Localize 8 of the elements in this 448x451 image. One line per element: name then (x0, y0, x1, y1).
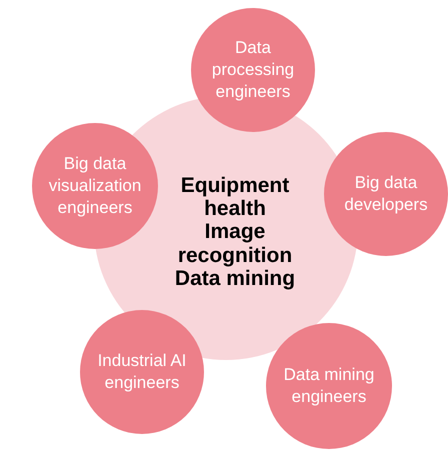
focus-area-text: Image recognition (176, 220, 294, 267)
role-text: Big data visualization engineers (48, 152, 142, 220)
focus-area-text: Data mining (174, 266, 296, 290)
role-text: Big data developers (343, 172, 429, 216)
role-text: Data processing engineers (210, 36, 296, 104)
role-text: Data mining engineers (282, 364, 376, 408)
role-text: Industrial AI engineers (96, 350, 188, 394)
focus-area-text: Equipment health (180, 174, 290, 220)
